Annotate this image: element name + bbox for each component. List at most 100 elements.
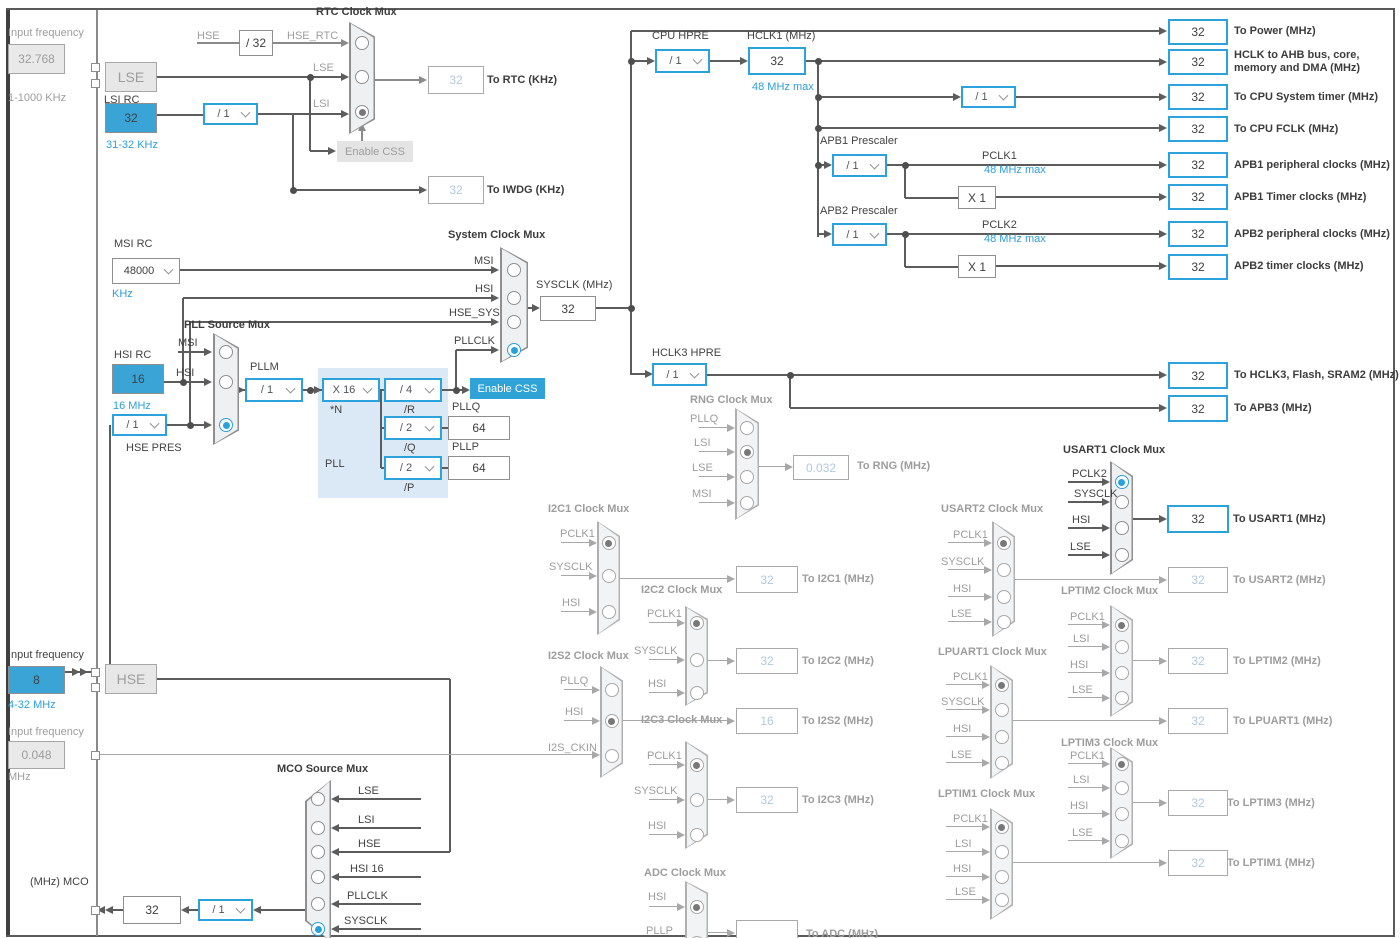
mux-lptim1-input-1-radio[interactable] bbox=[994, 845, 1009, 859]
dd-cpu-hpre[interactable]: / 1 bbox=[655, 49, 710, 73]
mux-system-clock-input-2-radio[interactable] bbox=[507, 315, 521, 329]
mux-lptim1-input-3-radio[interactable] bbox=[994, 893, 1009, 907]
box-lsi-rc[interactable]: 32 bbox=[105, 103, 157, 133]
btn-enable-css-hse[interactable]: Enable CSS bbox=[470, 378, 545, 399]
lbl-i2c2-hsi: HSI bbox=[648, 678, 667, 690]
mux-usart2-input-0-radio[interactable] bbox=[996, 536, 1011, 550]
arrowhead-icon bbox=[1102, 810, 1110, 818]
mux-i2c2-input-2-radio[interactable] bbox=[689, 686, 704, 700]
mux-rtc-input-1-radio[interactable] bbox=[355, 70, 369, 84]
dd-mco-div[interactable]: / 1 bbox=[198, 899, 253, 921]
dd-pll-q[interactable]: / 2 bbox=[384, 416, 442, 440]
mux-i2s2-input-2-radio[interactable] bbox=[604, 749, 619, 763]
mux-rtc-input-2-radio[interactable] bbox=[355, 105, 369, 119]
mux-rng-input-1-radio[interactable] bbox=[740, 445, 754, 459]
mux-i2c1-input-0-radio[interactable] bbox=[601, 536, 616, 550]
dd-systick-div[interactable]: / 1 bbox=[961, 86, 1016, 108]
mux-lptim2-input-1-radio[interactable] bbox=[1114, 640, 1129, 654]
mux-mco-source-input-2-radio[interactable] bbox=[311, 845, 325, 859]
dd-pll-n[interactable]: X 16 bbox=[322, 378, 380, 402]
mux-i2c1-input-2-radio[interactable] bbox=[601, 605, 616, 619]
mux-i2s2-input-1-radio[interactable] bbox=[604, 714, 619, 728]
mux-pll-source-input-2-radio[interactable] bbox=[219, 418, 233, 432]
mux-system-clock-input-1-radio[interactable] bbox=[507, 291, 521, 305]
mux-lptim2-input-2-radio[interactable] bbox=[1114, 666, 1129, 680]
mux-usart2-input-2-radio[interactable] bbox=[996, 590, 1011, 604]
box-lse[interactable]: LSE bbox=[105, 62, 157, 92]
mux-lptim2-input-0-radio[interactable] bbox=[1114, 618, 1129, 632]
dd-apb1-presc[interactable]: / 1 bbox=[832, 154, 887, 177]
dd-apb2-presc[interactable]: / 1 bbox=[832, 223, 887, 246]
wire bbox=[946, 876, 982, 877]
mux-usart1-input-1-radio[interactable] bbox=[1114, 495, 1129, 509]
box-apb1-timer[interactable]: 32 bbox=[1168, 184, 1228, 210]
mux-mco-source-input-0-radio[interactable] bbox=[311, 792, 325, 806]
mux-i2c2-input-1-radio[interactable] bbox=[689, 653, 704, 667]
dd-hclk3-hpre[interactable]: / 1 bbox=[652, 363, 707, 386]
lbl-pllq: PLLQ bbox=[452, 401, 481, 413]
mux-pll-source-input-0-radio[interactable] bbox=[219, 345, 233, 359]
box-to-apb3[interactable]: 32 bbox=[1168, 395, 1228, 422]
mux-i2c3-input-1-radio[interactable] bbox=[689, 793, 704, 807]
mux-rng-input-3-radio[interactable] bbox=[740, 496, 754, 510]
box-hsi-rc[interactable]: 16 bbox=[112, 364, 164, 394]
mux-system-clock-input-3-radio[interactable] bbox=[507, 343, 521, 357]
box-hse[interactable]: HSE bbox=[105, 664, 157, 694]
box-to-fclk[interactable]: 32 bbox=[1168, 116, 1228, 142]
mux-rtc-input-0-radio[interactable] bbox=[355, 36, 369, 50]
box-to-power[interactable]: 32 bbox=[1168, 19, 1228, 45]
mux-pll-source-input-1-radio[interactable] bbox=[219, 375, 233, 389]
mux-i2c3-input-0-radio[interactable] bbox=[689, 758, 704, 772]
mux-usart1-input-3-radio[interactable] bbox=[1114, 548, 1129, 562]
dd-pll-r[interactable]: / 4 bbox=[384, 378, 442, 402]
mux-i2c2-input-0-radio[interactable] bbox=[689, 616, 704, 630]
box-hse-freq[interactable]: 8 bbox=[8, 666, 65, 694]
dd-lsi-div[interactable]: / 1 bbox=[203, 103, 258, 125]
mux-lptim1-input-2-radio[interactable] bbox=[994, 870, 1009, 884]
mux-mco-source-input-3-radio[interactable] bbox=[311, 870, 325, 884]
mux-lpuart1-input-3-radio[interactable] bbox=[994, 756, 1009, 770]
mux-lptim3-input-0-radio[interactable] bbox=[1114, 757, 1129, 771]
mux-lptim1-input-0-radio[interactable] bbox=[994, 820, 1009, 834]
mux-lpuart1-input-0-radio[interactable] bbox=[994, 678, 1009, 692]
box-hclk1[interactable]: 32 bbox=[748, 47, 806, 75]
mux-lptim3-input-1-radio[interactable] bbox=[1114, 781, 1129, 795]
mux-i2s2-input-0-radio[interactable] bbox=[604, 683, 619, 697]
dd-pll-p[interactable]: / 2 bbox=[384, 456, 442, 480]
mux-lptim2-input-3-radio[interactable] bbox=[1114, 691, 1129, 705]
wire bbox=[759, 466, 785, 467]
lbl-usart1-sysclk: SYSCLK bbox=[1074, 488, 1118, 500]
mux-i2c3-input-2-radio[interactable] bbox=[689, 828, 704, 842]
mux-usart2-input-3-radio[interactable] bbox=[996, 615, 1011, 629]
mux-lpuart1-input-2-radio[interactable] bbox=[994, 730, 1009, 744]
lbl-sys-hse: HSE_SYS bbox=[449, 307, 500, 319]
arrowhead-icon bbox=[462, 386, 470, 394]
box-apb2-timer[interactable]: 32 bbox=[1168, 254, 1228, 280]
mux-lptim3-input-2-radio[interactable] bbox=[1114, 807, 1129, 821]
box-to-systimer[interactable]: 32 bbox=[1168, 84, 1228, 110]
mux-mco-source-input-1-radio[interactable] bbox=[311, 821, 325, 835]
lbl-rng-msi: MSI bbox=[692, 488, 712, 500]
mux-i2c1-input-1-radio[interactable] bbox=[601, 569, 616, 583]
mux-rng-input-0-radio[interactable] bbox=[740, 421, 754, 435]
mux-lpuart1-input-1-radio[interactable] bbox=[994, 703, 1009, 717]
mux-system-clock-input-0-radio[interactable] bbox=[507, 263, 521, 277]
box-apb1-periph[interactable]: 32 bbox=[1168, 152, 1228, 178]
mux-mco-source-input-5-radio[interactable] bbox=[311, 922, 325, 936]
mux-usart1-input-0-radio[interactable] bbox=[1114, 475, 1129, 489]
box-to-hclk3[interactable]: 32 bbox=[1168, 362, 1228, 389]
box-to-usart1[interactable]: 32 bbox=[1167, 505, 1229, 533]
mux-rng-input-2-radio[interactable] bbox=[740, 470, 754, 484]
wire bbox=[442, 427, 448, 429]
btn-enable-css-lse[interactable]: Enable CSS bbox=[337, 141, 413, 162]
dd-msi-range[interactable]: 48000 bbox=[112, 258, 180, 284]
mux-lptim3-input-3-radio[interactable] bbox=[1114, 834, 1129, 848]
dd-pllm[interactable]: / 1 bbox=[245, 378, 303, 402]
box-hclk-ahb[interactable]: 32 bbox=[1168, 49, 1228, 75]
mux-adc-input-0-radio[interactable] bbox=[689, 900, 704, 914]
dd-hse-pres[interactable]: / 1 bbox=[112, 414, 167, 436]
mux-usart2-input-1-radio[interactable] bbox=[996, 563, 1011, 577]
mux-mco-source-input-4-radio[interactable] bbox=[311, 897, 325, 911]
mux-usart1-input-2-radio[interactable] bbox=[1114, 521, 1129, 535]
box-apb2-periph[interactable]: 32 bbox=[1168, 221, 1228, 247]
